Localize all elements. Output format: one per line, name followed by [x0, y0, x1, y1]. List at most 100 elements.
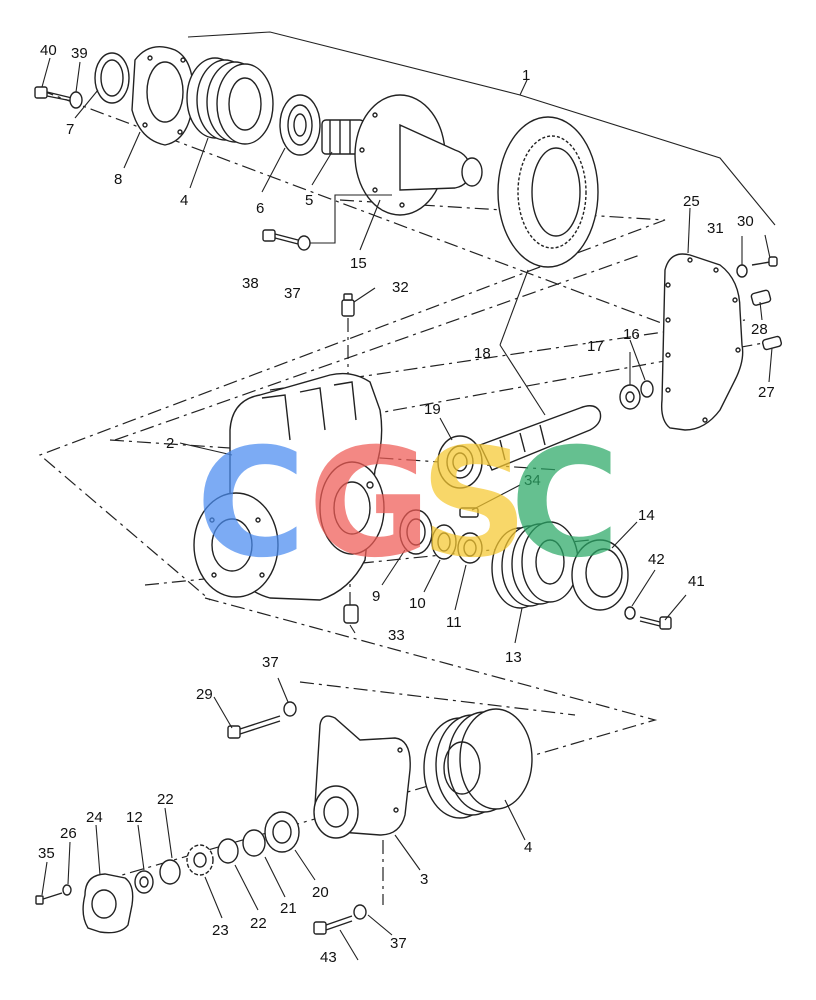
callout-16: 16	[623, 326, 640, 343]
washer-26-icon	[62, 884, 72, 896]
callout-21: 21	[280, 900, 297, 917]
callout-19: 19	[424, 401, 441, 418]
callout-2: 2	[166, 435, 174, 452]
locknut-23-icon	[186, 844, 214, 876]
callout-9: 9	[372, 588, 380, 605]
washer-42-icon	[624, 606, 636, 620]
bearing-cover-14-icon	[571, 539, 629, 611]
differential-housing-2-icon	[193, 372, 385, 601]
nut-16-icon	[640, 380, 654, 398]
watermark-letter-s: S	[420, 417, 528, 591]
drain-plug-33-icon	[343, 604, 359, 624]
callout-18: 18	[474, 345, 491, 362]
callout-26: 26	[60, 825, 77, 842]
bolt-41-icon	[639, 616, 672, 630]
callout-40: 40	[40, 42, 57, 59]
shim-pack-4-icon	[186, 57, 274, 145]
callout-34: 34	[524, 472, 541, 489]
callout-6: 6	[256, 200, 264, 217]
washer-37-mid-icon	[283, 701, 297, 717]
callout-43: 43	[320, 949, 337, 966]
callout-4-bottom: 4	[524, 839, 532, 856]
callout-17: 17	[587, 338, 604, 355]
callout-10: 10	[409, 595, 426, 612]
top-assembly	[34, 46, 599, 268]
callout-20: 20	[312, 884, 329, 901]
bearing-17-icon	[619, 384, 641, 410]
bolt-43-icon	[313, 915, 353, 935]
bearing-9-icon	[399, 509, 433, 555]
watermark-letter-c1: C	[196, 417, 306, 591]
bolt-29-icon	[227, 715, 281, 739]
callout-27: 27	[758, 384, 775, 401]
callout-14: 14	[638, 507, 655, 524]
callout-11: 11	[446, 614, 462, 631]
yoke-24-icon	[82, 873, 134, 934]
side-cover-25-icon	[660, 253, 744, 431]
dowel-28-icon	[750, 289, 772, 306]
watermark-letter-c2: C	[510, 417, 620, 591]
ring-gear-18-icon	[497, 116, 599, 268]
washer-37-bottom-icon	[353, 904, 367, 920]
leader-lines	[41, 31, 776, 961]
callout-12: 12	[126, 809, 143, 826]
callout-37-mid: 37	[262, 654, 279, 671]
callout-25: 25	[683, 193, 700, 210]
washer-31-icon	[736, 264, 748, 278]
seal-7-icon	[94, 52, 130, 104]
shim-pack-4-bottom-icon	[423, 708, 533, 819]
shim-pack-13-icon	[491, 521, 579, 609]
lockwasher-22-right-icon	[217, 838, 239, 864]
callout-37-bottom: 37	[390, 935, 407, 952]
watermark-logo: C G S C	[196, 417, 620, 591]
callout-22-bottom: 22	[250, 915, 267, 932]
nut-12-icon	[134, 870, 154, 894]
callout-35: 35	[38, 845, 55, 862]
nut-11-icon	[457, 532, 483, 564]
callout-30: 30	[737, 213, 754, 230]
bolt-35-icon	[35, 892, 63, 905]
callout-15: 15	[350, 255, 367, 272]
lockwasher-22-left-icon	[159, 859, 181, 885]
callout-24: 24	[86, 809, 103, 826]
callout-37-top: 37	[284, 285, 301, 302]
callout-13: 13	[505, 649, 522, 666]
callout-38: 38	[242, 275, 259, 292]
dowel-27-icon	[761, 335, 783, 351]
callout-33: 33	[388, 627, 405, 644]
callout-28: 28	[751, 321, 768, 338]
bolt-40-icon	[34, 86, 73, 102]
lock-ring-10-icon	[431, 524, 457, 560]
callout-7: 7	[66, 121, 74, 138]
plug-34-icon	[459, 507, 479, 518]
callout-8: 8	[114, 171, 122, 188]
callout-32: 32	[392, 279, 409, 296]
washer-39-icon	[69, 91, 83, 109]
callout-3: 3	[420, 871, 428, 888]
carrier-bracket-3-icon	[313, 715, 411, 839]
callout-41: 41	[688, 573, 705, 590]
callout-1: 1	[522, 67, 530, 84]
callout-numbers: 1 2 3 4 4 5 6 7 8 9 10 11 12 13 14 15 16…	[38, 42, 775, 966]
callout-4-top: 4	[180, 192, 188, 209]
flange-hub-15-icon	[354, 94, 483, 216]
callout-23: 23	[212, 922, 229, 939]
callout-31: 31	[707, 220, 724, 237]
bolt-30-icon	[751, 256, 778, 267]
pinion-shaft-18-icon	[479, 405, 602, 471]
bearing-6-icon	[279, 94, 321, 156]
callout-39: 39	[71, 45, 88, 62]
retainer-plate-8-icon	[131, 46, 194, 146]
callout-29: 29	[196, 686, 213, 703]
callout-5: 5	[305, 192, 313, 209]
callout-42: 42	[648, 551, 665, 568]
washer-21-icon	[242, 829, 266, 857]
watermark-letter-g: G	[308, 417, 431, 591]
bolt-38-icon	[262, 229, 299, 245]
bearing-19-icon	[437, 435, 483, 489]
bearing-20-icon	[264, 811, 300, 853]
washer-37-top-icon	[297, 235, 311, 251]
callout-22-top: 22	[157, 791, 174, 808]
breather-32-icon	[341, 293, 355, 317]
